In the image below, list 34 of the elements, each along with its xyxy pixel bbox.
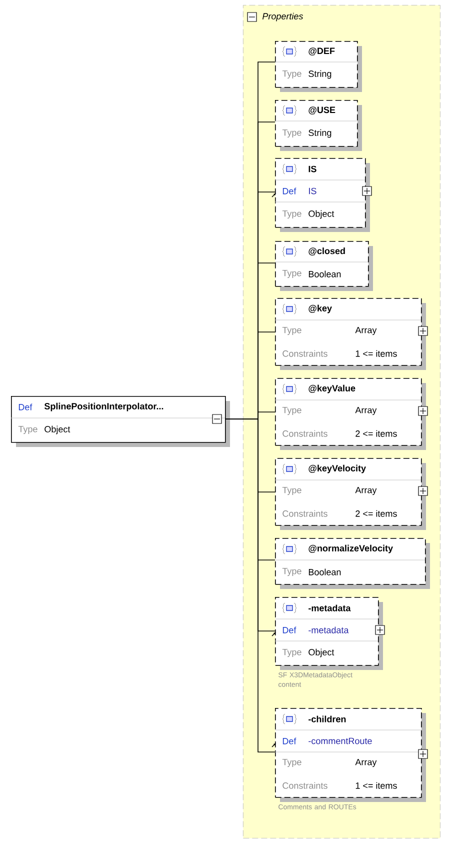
- connector-line: [225, 418, 276, 752]
- field-value: 1 <= items: [356, 782, 397, 789]
- field-label: Constraints: [282, 430, 328, 437]
- property-name: @keyValue: [308, 384, 356, 394]
- field-label: Constraints: [282, 782, 328, 789]
- field-label: Type: [282, 129, 302, 138]
- field-value: Boolean: [308, 568, 341, 576]
- property-name: -children: [308, 716, 346, 722]
- field-value: 2 <= items: [356, 430, 397, 437]
- field-label: Type: [282, 758, 302, 768]
- element-name: SplinePositionInterpolator...: [44, 402, 164, 412]
- property-name: @normalizeVelocity: [308, 544, 393, 554]
- field-value: 1 <= items: [356, 350, 397, 357]
- property-name: @keyVelocity: [308, 464, 366, 474]
- field-value: Object: [44, 426, 70, 434]
- property-name: @key: [308, 304, 332, 314]
- field-label: Type: [18, 426, 38, 434]
- def-value: -commentRoute: [308, 738, 372, 744]
- def-label: Def: [18, 404, 32, 410]
- def-label: Def: [282, 738, 296, 744]
- group-title: Properties: [262, 12, 304, 22]
- field-label: Constraints: [282, 350, 328, 357]
- field-label: Type: [282, 568, 302, 576]
- field-value: Array: [355, 758, 377, 768]
- field-label: Type: [282, 486, 302, 496]
- field-value: Array: [355, 486, 377, 496]
- property-name: @USE: [308, 106, 336, 114]
- field-value: Array: [355, 406, 377, 416]
- field-label: Type: [282, 406, 302, 416]
- field-value: Array: [355, 326, 377, 336]
- field-label: Constraints: [282, 510, 328, 517]
- field-value: String: [308, 129, 332, 138]
- field-value: 2 <= items: [356, 510, 397, 517]
- field-label: Type: [282, 326, 302, 336]
